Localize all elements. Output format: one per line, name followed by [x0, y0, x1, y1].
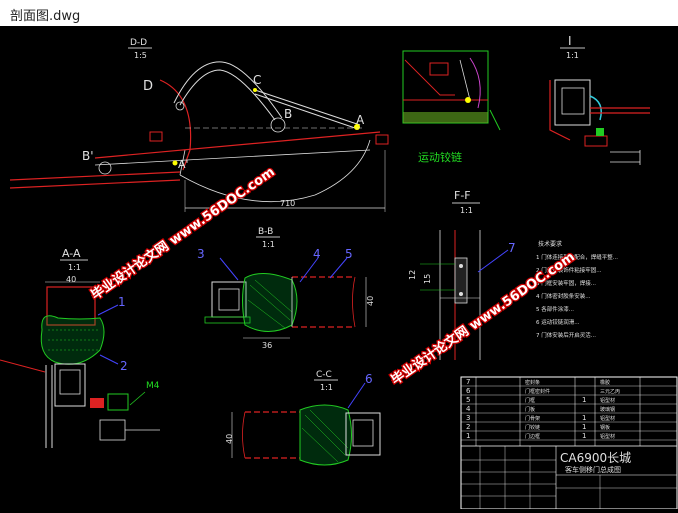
view-cc-scale: 1:1 — [320, 383, 333, 392]
dim-40-cc: 40 — [225, 434, 234, 444]
drawing-title: CA6900长城 — [560, 451, 631, 465]
row-no: 2 — [466, 423, 470, 431]
view-ff: F-F 1:1 12 15 — [408, 189, 481, 360]
note-1: 1 门体连接部件配合，焊缝平整... — [536, 253, 618, 261]
row-material: 玻璃钢 — [600, 406, 615, 413]
view-aa: A-A 1:1 40 M4 1 2 — [0, 247, 160, 448]
label-c: C — [253, 73, 261, 87]
view-cc-title: C-C — [316, 370, 332, 380]
label-d: D — [143, 79, 153, 94]
row-qty: 1 — [582, 432, 586, 440]
label-a-prime: A' — [178, 158, 189, 171]
note-6: 6 运动铰链润滑... — [536, 318, 580, 326]
callout-4: 4 — [313, 247, 321, 261]
view-bb-title: B-B — [258, 227, 273, 237]
technical-notes: 技术要求 1 门体连接部件配合，焊缝平整... 2 门外侧装饰件粘接牢固... … — [536, 240, 618, 339]
row-name: 密封条 — [525, 379, 540, 386]
note-7: 7 门体安装后开启灵活... — [536, 331, 596, 339]
row-name: 门框 — [525, 397, 535, 404]
view-aa-scale: 1:1 — [68, 263, 81, 272]
table-row: 7 密封条 橡胶 — [461, 378, 677, 387]
row-qty: 1 — [582, 423, 586, 431]
view-i-title: I — [568, 34, 572, 48]
row-no: 4 — [466, 405, 471, 413]
dim-15: 15 — [423, 274, 432, 284]
row-no: 3 — [466, 414, 470, 422]
row-material: 钢板 — [600, 424, 610, 431]
row-qty: 1 — [582, 396, 586, 404]
motion-hinge-label: 运动铰链 — [418, 150, 462, 164]
view-bb-scale: 1:1 — [262, 240, 275, 249]
dim-710: 710 — [280, 199, 295, 208]
row-name: 门铰链 — [525, 424, 540, 431]
watermark-2: 毕业设计论文网 www.56DOC.com — [388, 249, 578, 388]
dim-40-bb: 40 — [366, 296, 375, 306]
label-b: B — [284, 107, 292, 121]
view-cc: C-C 1:1 40 6 — [225, 370, 381, 466]
view-i-scale: 1:1 — [566, 51, 579, 60]
callout-3: 3 — [197, 247, 205, 261]
row-no: 6 — [466, 387, 471, 395]
row-name: 门框密封件 — [525, 388, 550, 395]
note-3: 3 门框安装牢固，焊接... — [536, 279, 596, 287]
notes-title: 技术要求 — [538, 240, 562, 248]
row-name: 门边框 — [525, 433, 540, 440]
watermarks: 毕业设计论文网 www.56DOC.com 毕业设计论文网 www.56DOC.… — [87, 163, 579, 390]
view-dd-title: D-D — [130, 38, 147, 48]
window-titlebar: 剖面图.dwg — [0, 0, 678, 27]
row-no: 1 — [466, 432, 470, 440]
drawing-canvas[interactable]: D-D 1:5 D C B A B' A' — [0, 26, 678, 510]
row-name: 门板 — [525, 406, 535, 413]
view-ff-title: F-F — [454, 189, 471, 202]
view-aa-title: A-A — [62, 247, 81, 260]
callout-5: 5 — [345, 247, 353, 261]
note-5: 5 各部件涂漆... — [536, 305, 574, 313]
callout-2: 2 — [120, 359, 128, 373]
dim-40-aa: 40 — [66, 275, 76, 284]
row-material: 橡胶 — [600, 379, 610, 386]
cad-drawing[interactable]: D-D 1:5 D C B A B' A' — [0, 26, 678, 510]
note-4: 4 门体密封胶条安装... — [536, 292, 591, 300]
label-a: A — [356, 113, 365, 127]
table-row: 6 门框密封件 三元乙丙 — [461, 387, 677, 396]
view-dd: D-D 1:5 D C B A B' A' — [9, 38, 389, 212]
window-title: 剖面图.dwg — [10, 9, 81, 24]
note-2: 2 门外侧装饰件粘接牢固... — [536, 266, 602, 274]
callout-7: 7 — [508, 241, 516, 255]
row-material: 铝型材 — [600, 415, 615, 422]
row-material: 铝型材 — [600, 397, 615, 404]
table-row: 3 门骨架 1 铝型材 — [461, 414, 677, 423]
view-bb: B-B 1:1 40 36 3 4 5 — [197, 227, 375, 350]
view-ff-scale: 1:1 — [460, 206, 473, 215]
row-qty: 1 — [582, 414, 586, 422]
drawing-subtitle: 客车侧移门总成图 — [565, 465, 621, 474]
view-motion-hinge: 运动铰链 — [402, 50, 501, 164]
row-no: 7 — [466, 378, 470, 386]
table-row: 5 门框 1 铝型材 — [461, 396, 677, 405]
row-name: 门骨架 — [525, 415, 540, 422]
row-material: 铝型材 — [600, 433, 615, 440]
callout-1: 1 — [118, 295, 126, 309]
label-b-prime: B' — [82, 149, 94, 163]
view-dd-scale: 1:5 — [134, 51, 147, 60]
table-row: 2 门铰链 1 钢板 — [461, 423, 677, 432]
dim-36: 36 — [262, 341, 272, 350]
table-row: 1 门边框 1 铝型材 — [461, 432, 677, 441]
row-no: 5 — [466, 396, 470, 404]
callout-m4: M4 — [146, 381, 160, 391]
row-material: 三元乙丙 — [600, 388, 620, 395]
table-row: 4 门板 玻璃钢 — [461, 405, 677, 414]
view-detail-i: I 1:1 — [549, 34, 650, 165]
callout-6: 6 — [365, 372, 373, 386]
parts-table: 7 密封条 橡胶 6 门框密封件 三元乙丙 5 门框 1 铝型材 — [461, 378, 677, 441]
dim-12: 12 — [408, 270, 417, 280]
title-block: 7 密封条 橡胶 6 门框密封件 三元乙丙 5 门框 1 铝型材 — [460, 376, 678, 510]
